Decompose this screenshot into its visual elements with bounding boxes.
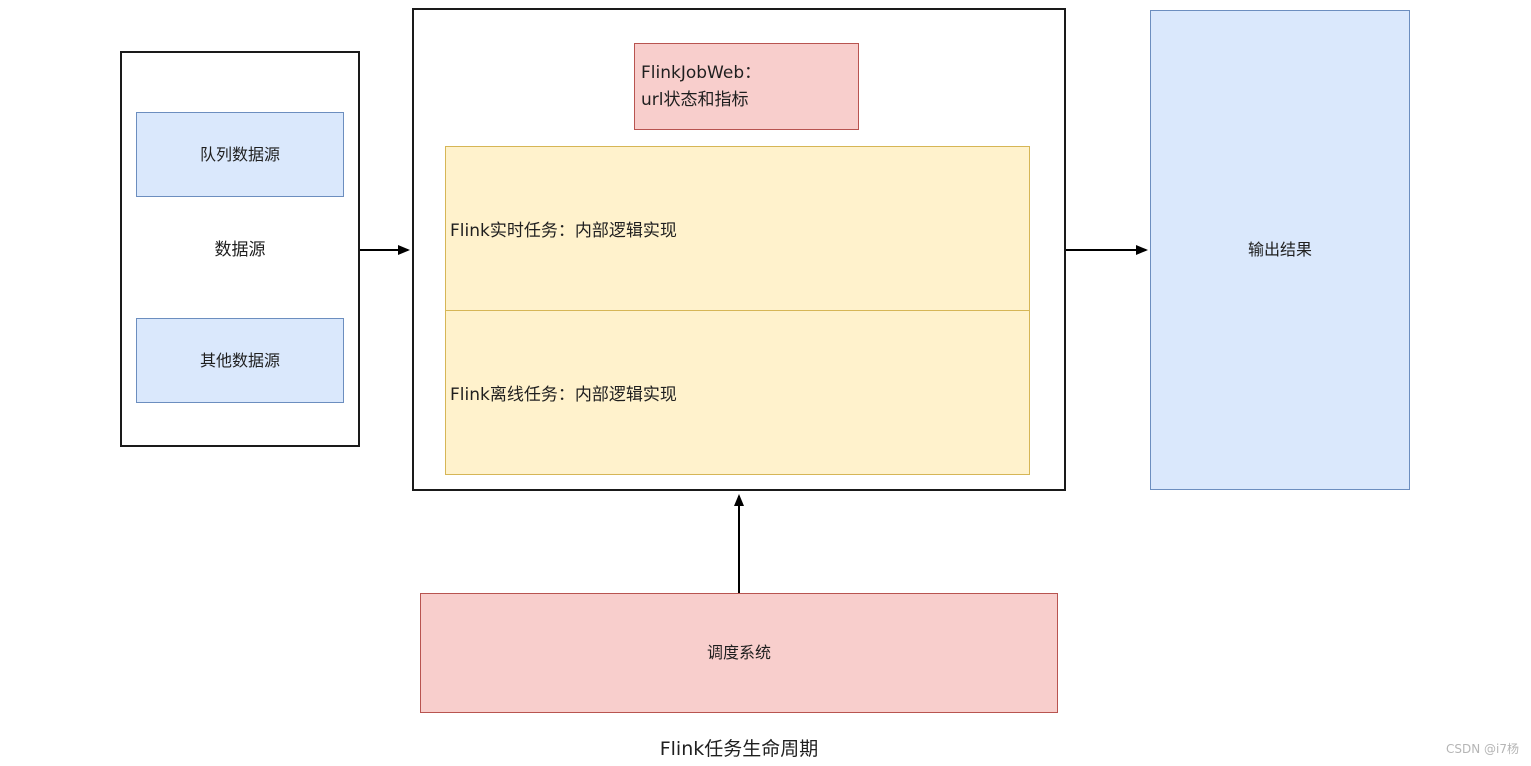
node-queue-datasource-label: 队列数据源 [199, 144, 280, 164]
node-flink-realtime-task: Flink实时任务：内部逻辑实现 [446, 147, 1029, 311]
node-output-result-label: 输出结果 [1247, 240, 1312, 260]
node-scheduler-label: 调度系统 [706, 643, 771, 663]
node-output-result: 输出结果 [1150, 10, 1410, 490]
node-scheduler: 调度系统 [420, 593, 1058, 713]
watermark: CSDN @i7杨 [1446, 742, 1519, 756]
node-other-datasource-label: 其他数据源 [199, 350, 280, 370]
node-flink-offline-task: Flink离线任务：内部逻辑实现 [446, 311, 1029, 474]
node-flink-job-web: FlinkJobWeb： url状态和指标 [634, 43, 859, 130]
node-other-datasource: 其他数据源 [136, 318, 344, 403]
node-flink-realtime-task-label: Flink实时任务：内部逻辑实现 [450, 221, 677, 241]
datasource-group-label: 数据源 [214, 239, 266, 260]
node-queue-datasource: 队列数据源 [136, 112, 344, 197]
flink-task-stack: Flink实时任务：内部逻辑实现 Flink离线任务：内部逻辑实现 [445, 146, 1030, 475]
node-flink-offline-task-label: Flink离线任务：内部逻辑实现 [450, 385, 677, 405]
diagram-caption: Flink任务生命周期 [659, 738, 819, 760]
